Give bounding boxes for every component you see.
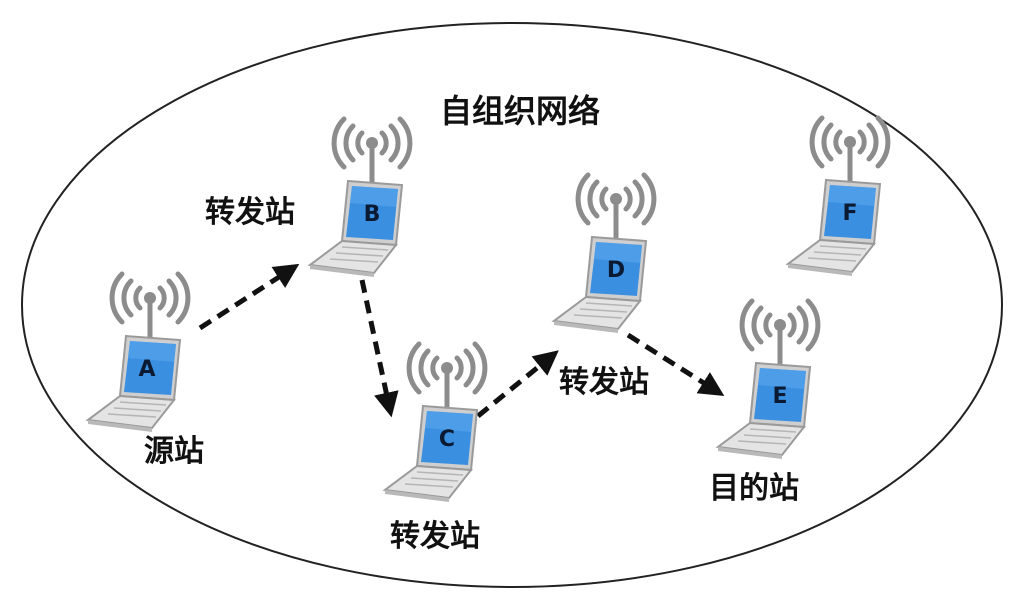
laptop-icon (788, 118, 888, 276)
node-b-letter: B (364, 202, 381, 227)
laptop-icon (554, 175, 654, 333)
link-c-d (476, 350, 559, 418)
laptop-icon (718, 301, 818, 459)
node-b: B (310, 119, 410, 277)
link-a-b (198, 263, 300, 331)
node-e-letter: E (772, 384, 787, 409)
label-destination-station: 目的站 (709, 471, 799, 506)
node-a-letter: A (138, 357, 155, 382)
laptop-icon (310, 119, 410, 277)
node-a: A (88, 274, 188, 432)
node-f: F (788, 118, 888, 276)
diagram-title: 自组织网络 (440, 92, 600, 130)
label-relay-station-b: 转发站 (205, 195, 295, 230)
link-d-e (626, 332, 725, 397)
node-c: C (385, 344, 485, 502)
node-d: D (554, 175, 654, 333)
links (198, 263, 725, 418)
node-e: E (718, 301, 818, 459)
node-d-letter: D (607, 258, 625, 283)
laptop-icon (88, 274, 188, 432)
label-relay-station-d: 转发站 (559, 365, 649, 400)
laptop-icon (385, 344, 485, 502)
node-f-letter: F (842, 201, 857, 226)
label-relay-station-c: 转发站 (390, 519, 480, 554)
network-boundary-ellipse (21, 22, 1003, 588)
node-c-letter: C (439, 427, 455, 452)
label-source-station: 源站 (144, 434, 204, 469)
link-b-c (359, 279, 399, 418)
